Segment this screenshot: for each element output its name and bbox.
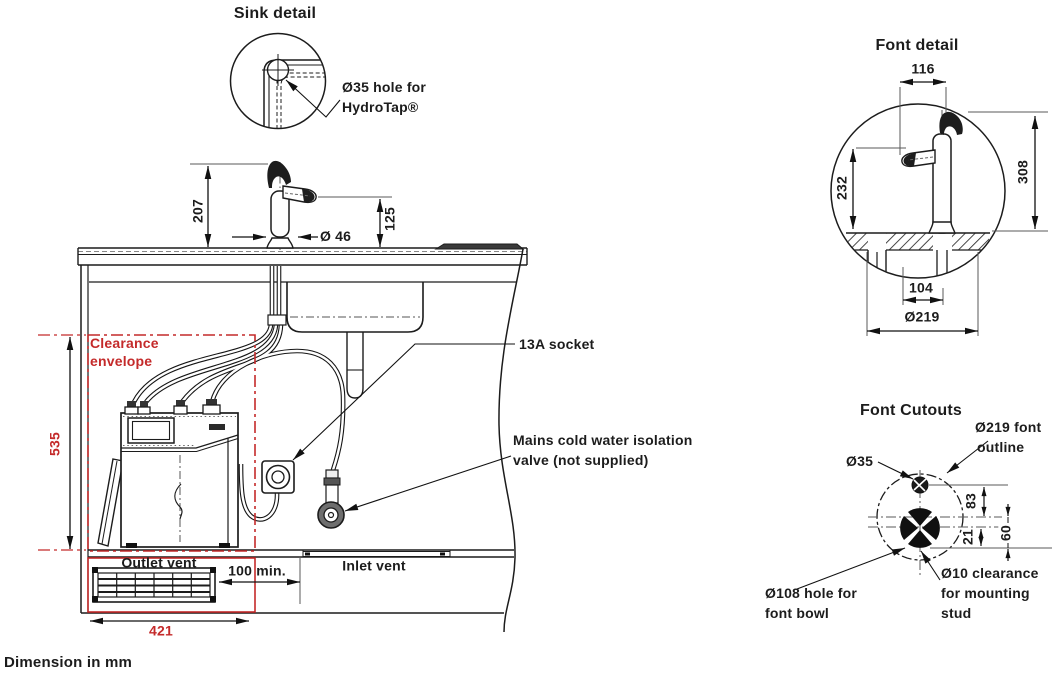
clearance-envelope-label-line2: envelope — [90, 353, 153, 369]
bowl-cutout — [900, 508, 940, 548]
socket-label: 13A socket — [519, 336, 595, 352]
tubes — [131, 266, 346, 522]
under-counter-unit — [97, 399, 239, 548]
inlet-vent-label: Inlet vent — [342, 557, 406, 574]
dim-envelope-width: 421 — [149, 622, 173, 639]
sink-hole-label-line2: HydroTap® — [342, 99, 419, 115]
cutout-tap-hole-label: Ø35 — [846, 453, 874, 469]
dim-hole-to-centre: 83 — [962, 493, 979, 509]
cutout-bowl-label-line1: Ø108 hole for — [765, 585, 858, 601]
dim-outline-dia: Ø219 — [904, 308, 940, 325]
dim-centre-to-stud: 21 — [959, 529, 976, 545]
clearance-envelope-label-line1: Clearance — [90, 335, 159, 351]
cutout-stud-label-line3: stud — [941, 605, 972, 621]
font-cutouts-drawing — [796, 440, 1052, 590]
sink-hole-label-line1: Ø35 hole for — [342, 79, 427, 95]
dim-tap-body-height: 232 — [833, 176, 850, 200]
cutout-outline-label-line2: outline — [977, 439, 1025, 455]
cutout-stud-label-line2: for mounting — [941, 585, 1030, 601]
cutout-stud-label-line1: Ø10 clearance — [941, 565, 1039, 581]
font-detail-drawing — [830, 78, 1048, 336]
dim-tap-height: 207 — [189, 199, 206, 223]
cutout-bowl-label-line2: font bowl — [765, 605, 830, 621]
dim-overall-height: 308 — [1014, 160, 1031, 184]
isolation-valve — [317, 469, 345, 529]
dim-hole-centres: 104 — [909, 279, 933, 296]
valve-label-line2: valve (not supplied) — [513, 452, 649, 468]
dim-spout-reach: 116 — [911, 60, 935, 77]
font-detail-title: Font detail — [875, 37, 959, 55]
dim-spout-height: 125 — [381, 207, 398, 231]
main-tap — [266, 160, 317, 250]
dim-envelope-height: 535 — [46, 432, 63, 456]
footer-note: Dimension in mm — [4, 654, 133, 671]
sink-detail-title: Sink detail — [233, 5, 317, 23]
valve-label-line1: Mains cold water isolation — [513, 432, 693, 448]
dim-tap-base: Ø 46 — [320, 228, 352, 244]
socket-13a — [261, 460, 295, 494]
sink-detail-drawing — [229, 32, 341, 130]
cutout-outline-label-line1: Ø219 font — [975, 419, 1042, 435]
font-detail-tap — [901, 110, 963, 236]
outlet-vent-label: Outlet vent — [121, 554, 197, 571]
dim-vent-clearance: 100 min. — [228, 562, 286, 579]
font-cutouts-title: Font Cutouts — [860, 402, 962, 420]
main-installation-drawing — [38, 160, 528, 633]
dim-stud-offset: 60 — [997, 523, 1014, 543]
outlet-vent-grille — [92, 567, 216, 603]
